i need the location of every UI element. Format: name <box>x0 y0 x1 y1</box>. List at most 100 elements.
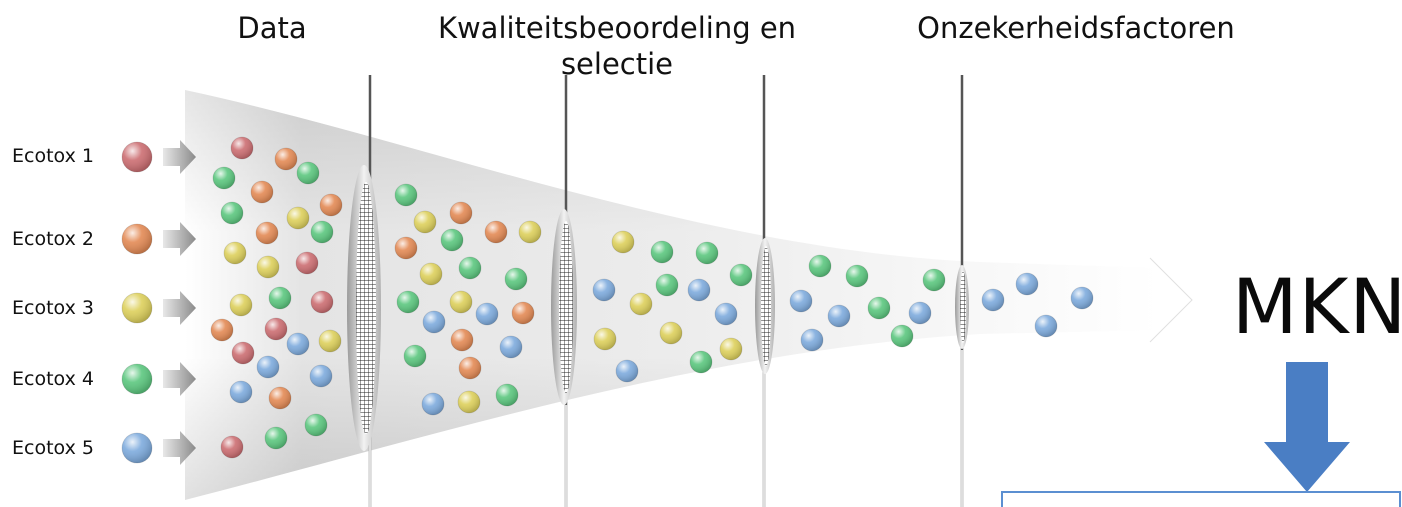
particle-shine <box>231 137 253 159</box>
particle-shine <box>459 257 481 279</box>
particle-shine <box>485 221 507 243</box>
particle-shine <box>696 242 718 264</box>
particle-shine <box>519 221 541 243</box>
output-arrow-head <box>1150 260 1192 340</box>
particle-shine <box>1071 287 1093 309</box>
particle-shine <box>656 274 678 296</box>
source-label-ecotox-2: Ecotox 2 <box>12 228 94 250</box>
particle-shine <box>122 142 152 172</box>
sieve-4 <box>955 265 969 349</box>
source-arrow-3 <box>163 291 196 325</box>
source-arrow-4 <box>163 362 196 396</box>
sieve-filters <box>347 165 969 451</box>
particle-shine <box>630 293 652 315</box>
particle-shine <box>496 384 518 406</box>
particle-shine <box>275 148 297 170</box>
source-arrows <box>163 140 196 465</box>
particle-shine <box>720 338 742 360</box>
particle-shine <box>287 333 309 355</box>
particle-shine <box>269 287 291 309</box>
particle-shine <box>213 167 235 189</box>
sieve-3 <box>755 238 775 374</box>
particle-shine <box>122 224 152 254</box>
header-data: Data <box>237 11 307 45</box>
particle-shine <box>310 365 332 387</box>
particle-shine <box>612 231 634 253</box>
particle-shine <box>265 427 287 449</box>
source-label-ecotox-1: Ecotox 1 <box>12 145 94 167</box>
particle-shine <box>828 305 850 327</box>
particle-shine <box>690 351 712 373</box>
particle-shine <box>923 269 945 291</box>
source-arrow-5 <box>163 431 196 465</box>
particle-shine <box>459 357 481 379</box>
particle-shine <box>320 194 342 216</box>
particle-shine <box>232 342 254 364</box>
particle-shine <box>594 328 616 350</box>
source-arrow-1 <box>163 140 196 174</box>
particle-shine <box>257 356 279 378</box>
particle-shine <box>311 221 333 243</box>
particle-shine <box>1016 273 1038 295</box>
particle-shine <box>715 303 737 325</box>
particle-shine <box>500 336 522 358</box>
particle-shine <box>846 265 868 287</box>
particle-shine <box>982 289 1004 311</box>
particle-shine <box>476 303 498 325</box>
particle-shine <box>230 381 252 403</box>
particle-shine <box>256 222 278 244</box>
particle-shine <box>909 302 931 324</box>
particle-shine <box>230 294 252 316</box>
particle-shine <box>414 211 436 233</box>
source-label-ecotox-5: Ecotox 5 <box>12 437 94 459</box>
particle-shine <box>505 268 527 290</box>
particles <box>121 136 1094 464</box>
particle-shine <box>221 436 243 458</box>
particle-shine <box>397 291 419 313</box>
particle-shine <box>311 291 333 313</box>
particle-shine <box>251 181 273 203</box>
particle-shine <box>868 297 890 319</box>
particle-shine <box>809 255 831 277</box>
header-uncertainty-factors: Onzekerheidsfactoren <box>917 11 1235 45</box>
source-label-ecotox-3: Ecotox 3 <box>12 297 94 319</box>
particle-shine <box>297 162 319 184</box>
particle-shine <box>512 302 534 324</box>
sieve-2 <box>551 209 577 405</box>
particle-shine <box>305 414 327 436</box>
particle-shine <box>296 252 318 274</box>
particle-shine <box>422 393 444 415</box>
particle-shine <box>593 279 615 301</box>
particle-shine <box>221 202 243 224</box>
particle-shine <box>319 330 341 352</box>
particle-shine <box>651 241 673 263</box>
particle-shine <box>801 329 823 351</box>
particle-shine <box>688 279 710 301</box>
down-arrow <box>1264 362 1350 492</box>
particle-shine <box>891 325 913 347</box>
header-quality-selection: Kwaliteitsbeoordeling en selectie <box>437 11 797 81</box>
particle-shine <box>122 293 152 323</box>
funnel-body <box>185 90 1193 500</box>
particle-shine <box>450 202 472 224</box>
sieve-1 <box>347 165 381 451</box>
particle-shine <box>790 290 812 312</box>
particle-shine <box>257 256 279 278</box>
result-box <box>1001 491 1401 507</box>
particle-shine <box>395 184 417 206</box>
source-arrow-2 <box>163 222 196 256</box>
source-label-ecotox-4: Ecotox 4 <box>12 368 94 390</box>
result-mkn: MKN <box>1232 262 1402 351</box>
particle-shine <box>122 433 152 463</box>
particle-shine <box>441 229 463 251</box>
particle-shine <box>265 318 287 340</box>
particle-shine <box>423 311 445 333</box>
particle-shine <box>211 319 233 341</box>
particle-shine <box>458 391 480 413</box>
particle-shine <box>450 291 472 313</box>
particle-shine <box>660 322 682 344</box>
particle-shine <box>287 207 309 229</box>
particle-shine <box>730 264 752 286</box>
